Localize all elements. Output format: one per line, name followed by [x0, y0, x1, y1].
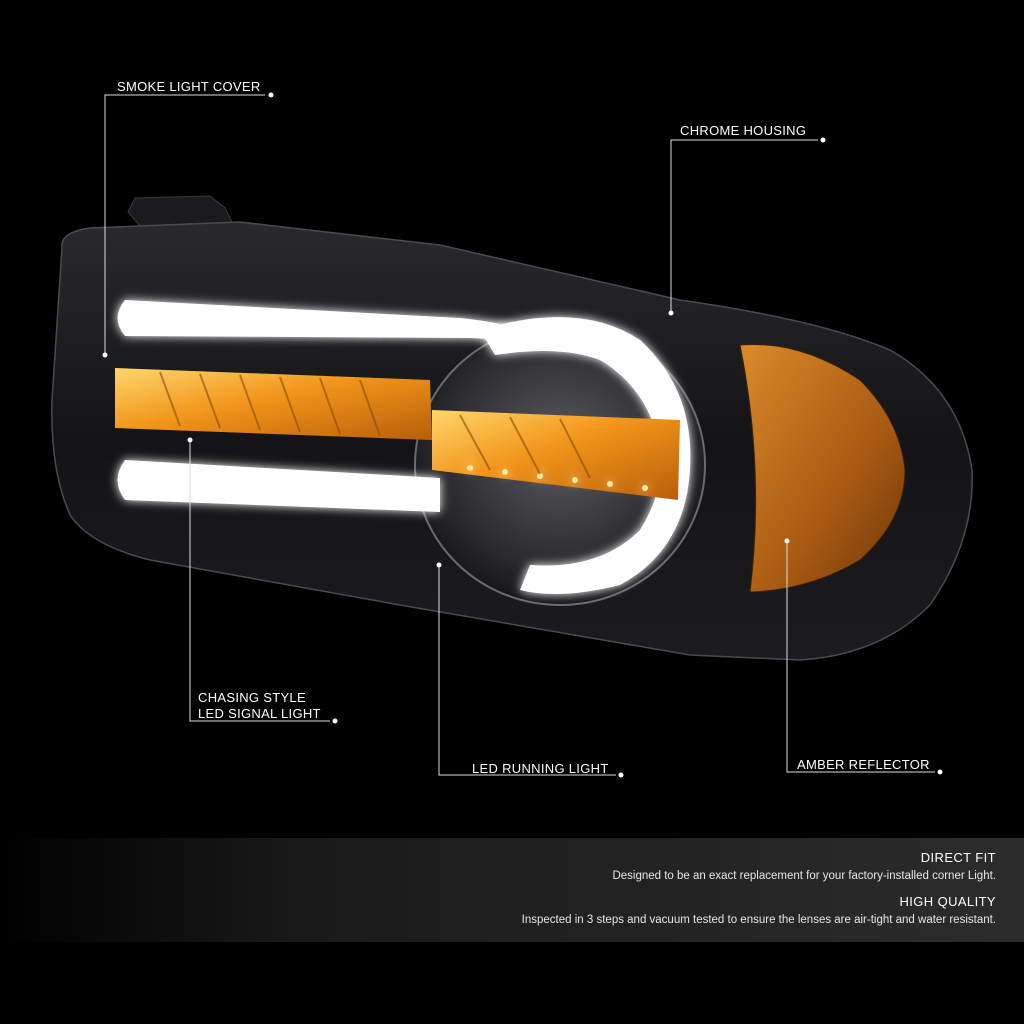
callout-chasing-style-led: CHASING STYLE LED SIGNAL LIGHT [198, 690, 321, 721]
feature-description: Inspected in 3 steps and vacuum tested t… [521, 914, 996, 926]
callout-chrome-housing: CHROME HOUSING [680, 123, 807, 138]
callout-smoke-light-cover: SMOKE LIGHT COVER [117, 79, 261, 94]
feature-high-quality: HIGH QUALITY Inspected in 3 steps and va… [522, 894, 996, 926]
feature-description: Designed to be an exact replacement for … [612, 870, 996, 882]
callout-dots [102, 92, 943, 778]
callout-lines [104, 94, 935, 776]
amber-led-dots [467, 465, 648, 491]
feature-info-band: DIRECT FIT Designed to be an exact repla… [0, 838, 1024, 942]
feature-title: DIRECT FIT [920, 850, 996, 865]
c-ring-led [480, 317, 691, 594]
amber-signal-strip-left [115, 368, 432, 440]
lower-led-bar [117, 460, 440, 512]
callout-amber-reflector: AMBER REFLECTOR [797, 757, 930, 772]
amber-ridges [159, 371, 591, 479]
feature-direct-fit: DIRECT FIT Designed to be an exact repla… [612, 850, 996, 882]
amber-reflector [739, 343, 906, 593]
callout-led-running-light: LED RUNNING LIGHT [472, 761, 609, 776]
upper-led-bar [117, 300, 520, 340]
mounting-tab [127, 195, 233, 227]
amber-signal-strip-right [432, 410, 680, 500]
feature-title: HIGH QUALITY [899, 894, 996, 909]
